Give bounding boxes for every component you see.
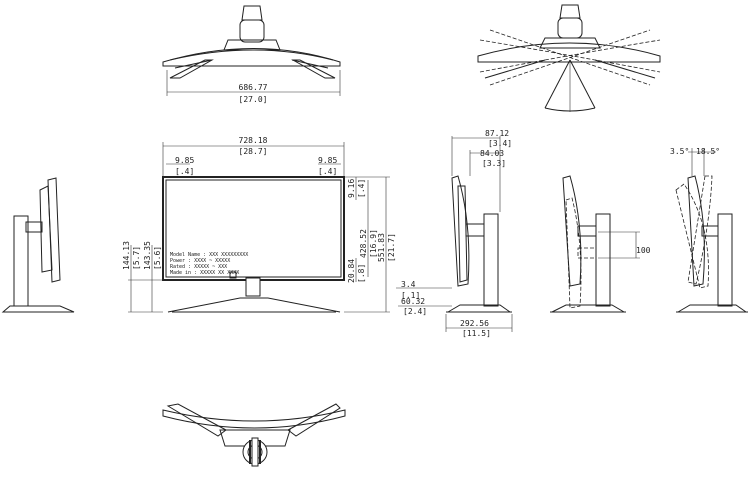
total-height-mm: 551.83	[377, 233, 386, 262]
offset-mm: 60.32	[401, 297, 425, 306]
screen-height-in: [16.9]	[369, 229, 378, 258]
bezel-left-mm: 9.85	[175, 156, 194, 165]
label-line-2: Power : XXXX ~ XXXXX	[170, 258, 230, 264]
bottom-gap-mm: 3.4	[401, 280, 416, 289]
height-adjust-view: 100	[550, 175, 651, 313]
bezel-right-mm: 9.85	[318, 156, 337, 165]
panel-depth-mm: 87.12	[485, 129, 509, 138]
top-view: 686.77 [27.0]	[162, 5, 341, 104]
front-view: Model Name : XXX XXXXXXXXX Power : XXXX …	[122, 136, 396, 313]
tilt-back-angle: 18.5°	[696, 147, 720, 156]
label-line-4: Made in : XXXXX XX XXXX	[170, 270, 239, 276]
bezel-top-mm: 9.16	[347, 179, 356, 198]
stand-height-1-in: [5.7]	[132, 246, 141, 270]
panel-depth-in: [3.4]	[488, 139, 512, 148]
panel-depth2-in: [3.3]	[482, 159, 506, 168]
screen-height-mm: 428.52	[359, 229, 368, 258]
stand-height-2-mm: 143.35	[143, 241, 152, 270]
bottom-view	[162, 403, 346, 467]
bottom-gap-in: [.1]	[401, 291, 420, 300]
bezel-left-in: [.4]	[175, 167, 194, 176]
height-range-mm: 100	[636, 246, 651, 255]
total-height-in: [21.7]	[387, 233, 396, 262]
tilt-view: 3.5° 18.5°	[670, 147, 748, 313]
front-width-mm: 728.18	[239, 136, 268, 145]
top-width-mm: 686.77	[239, 83, 268, 92]
panel-depth2-mm: 84.03	[480, 149, 504, 158]
stand-height-1-mm: 144.13	[122, 241, 131, 270]
label-line-1: Model Name : XXX XXXXXXXXX	[170, 252, 248, 258]
offset-in: [2.4]	[403, 307, 427, 316]
swivel-view	[477, 4, 661, 112]
tilt-forward-angle: 3.5°	[670, 147, 689, 156]
front-width-in: [28.7]	[239, 147, 268, 156]
left-side-view	[1, 177, 75, 313]
stand-height-2-in: [5.6]	[153, 246, 162, 270]
bottom-bezel-in: [.8]	[357, 264, 366, 283]
side-view: 87.12 [3.4] 84.03 [3.3] 3.4 [.1] 60.32 […	[396, 129, 513, 338]
base-depth-in: [11.5]	[462, 329, 491, 338]
bezel-top-in: [.4]	[357, 179, 366, 198]
bezel-right-in: [.4]	[318, 167, 337, 176]
base-depth-mm: 292.56	[460, 319, 489, 328]
label-line-3: Rated : XXXXX ~ XXX	[170, 264, 227, 270]
top-width-in: [27.0]	[239, 95, 268, 104]
bottom-bezel-mm: 20.84	[347, 259, 356, 283]
